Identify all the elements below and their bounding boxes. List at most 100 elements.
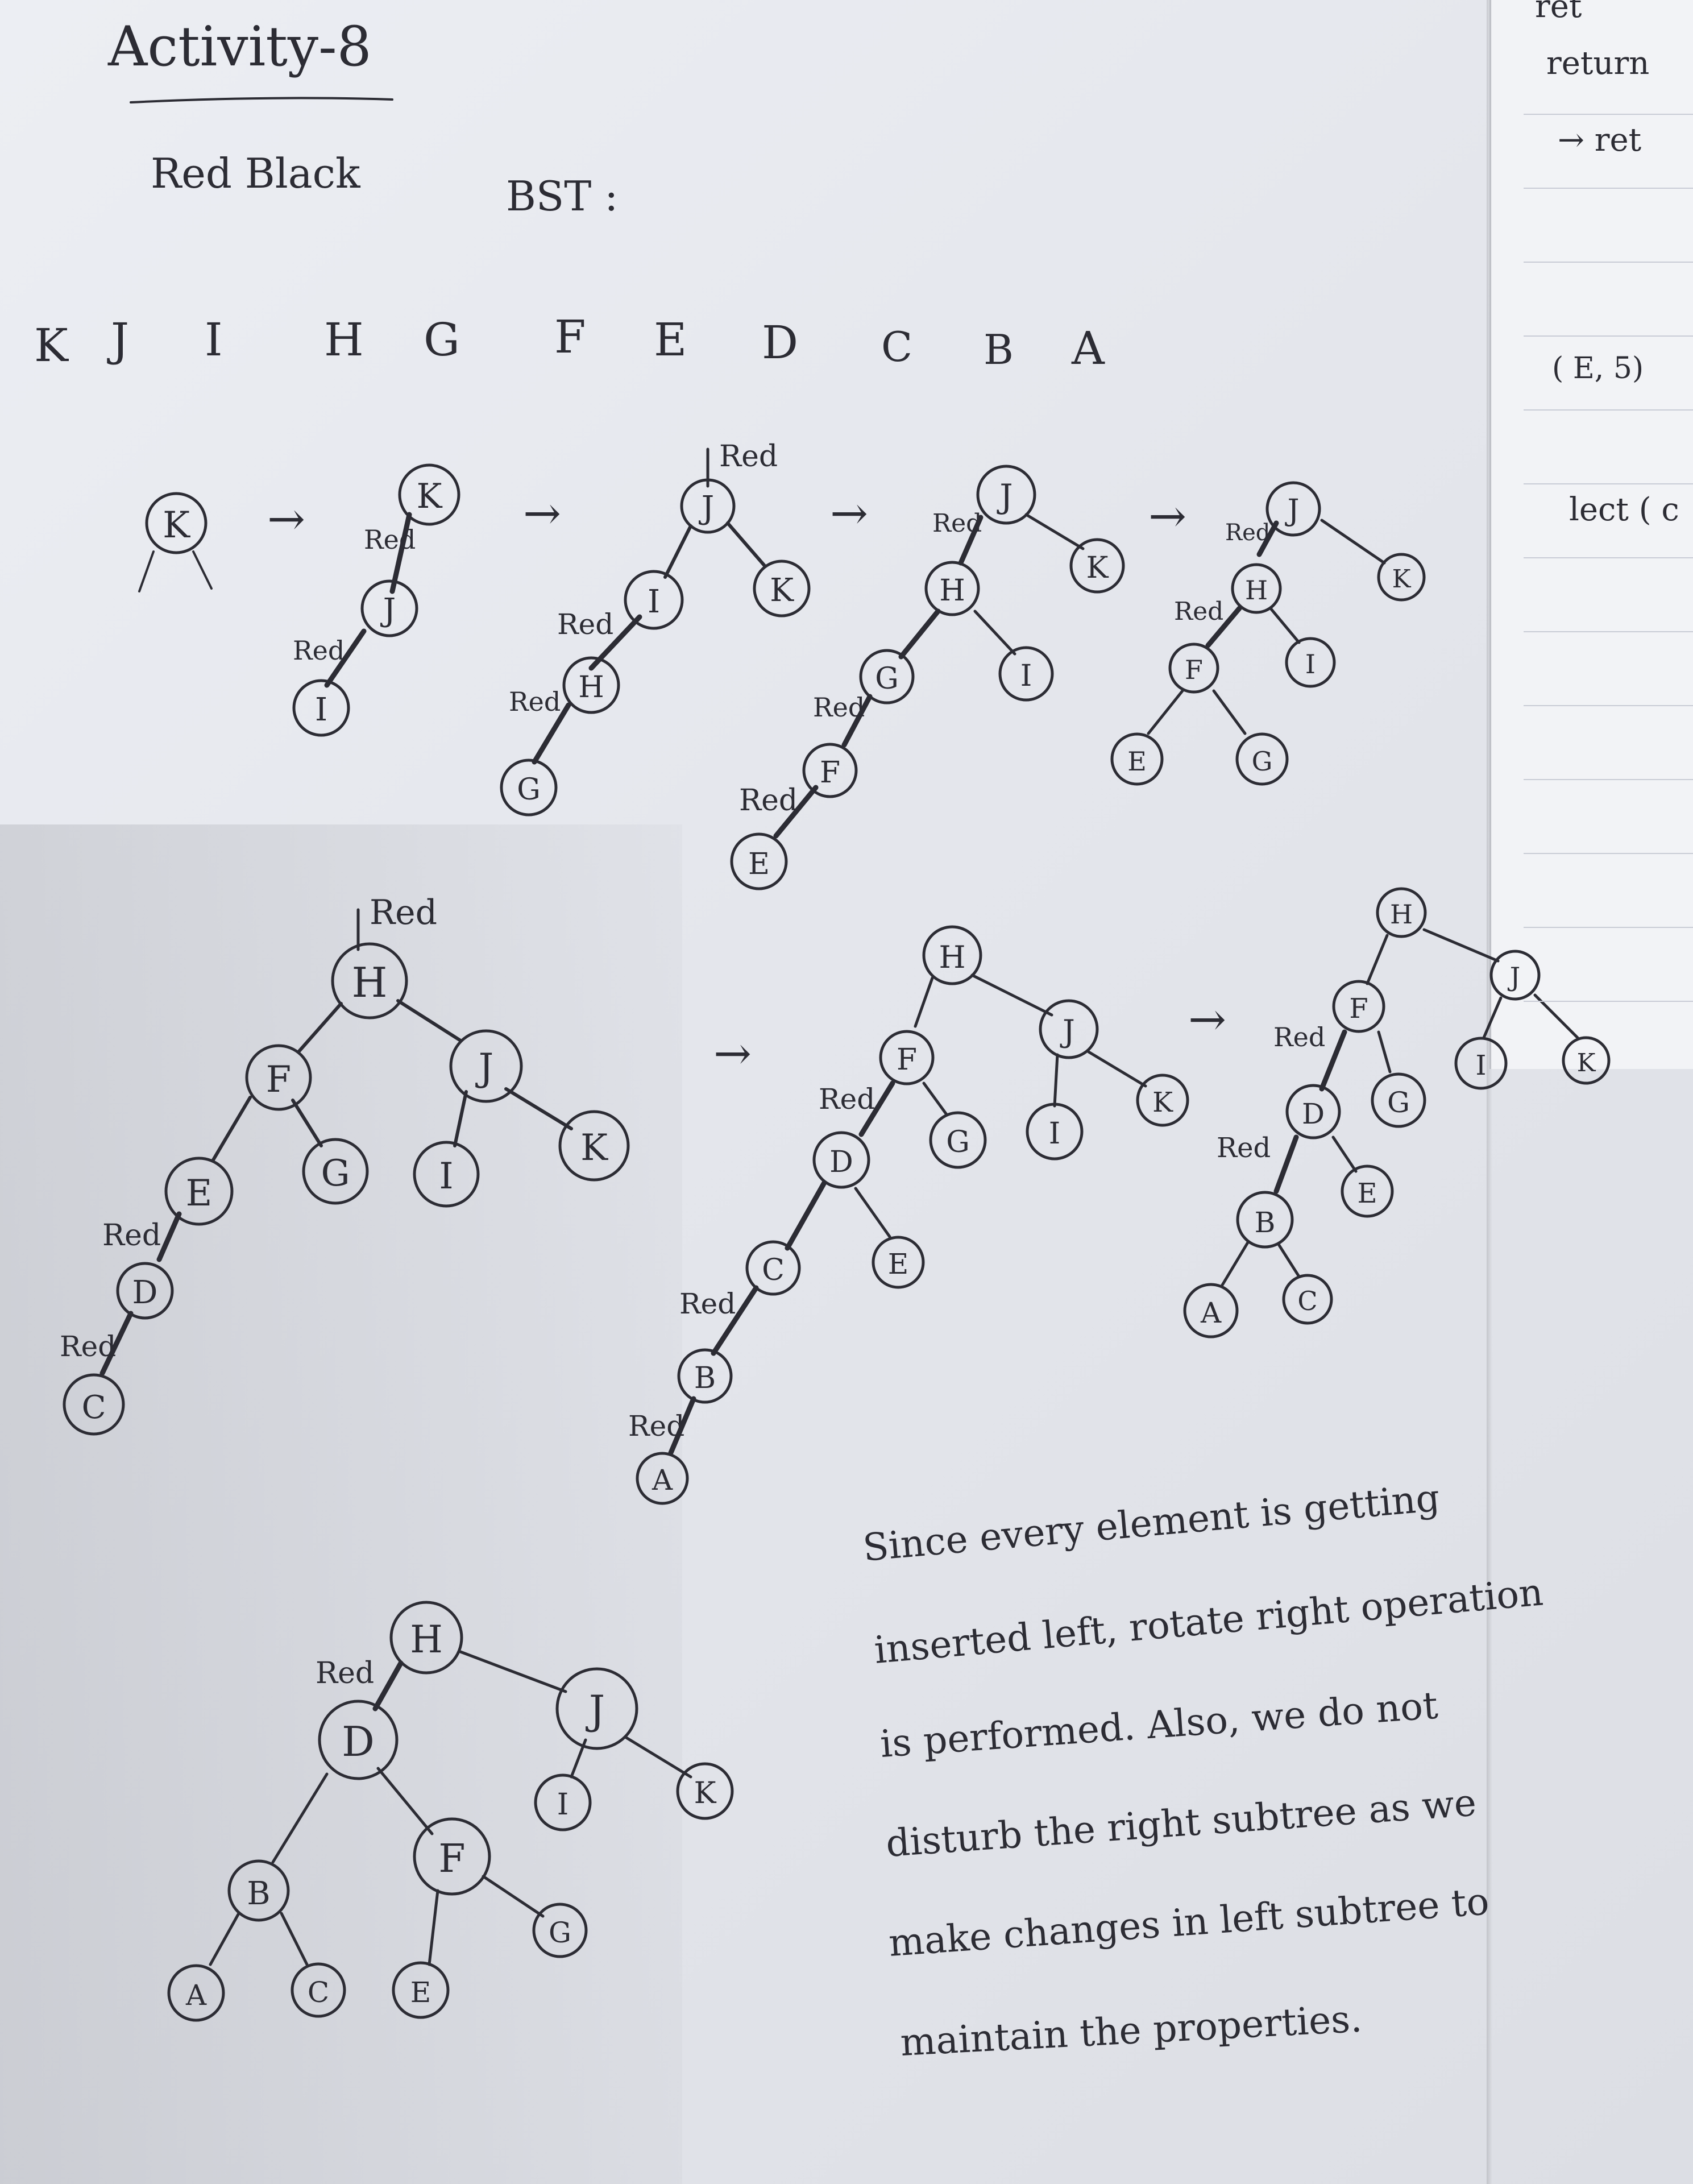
- tree-node: H: [389, 1601, 463, 1675]
- red-label: Red: [370, 893, 437, 933]
- tree-node: I: [413, 1141, 480, 1208]
- tree-node: C: [63, 1373, 125, 1436]
- tree-step-1: K: [138, 492, 213, 592]
- red-label: Red: [293, 635, 345, 666]
- tree-node: J: [449, 1029, 523, 1103]
- svg-text:H: H: [939, 939, 965, 975]
- tree-node: G: [859, 649, 915, 704]
- tree-node: E: [1341, 1164, 1394, 1218]
- red-label: Red: [628, 1410, 684, 1443]
- arrow-icon: →: [1148, 490, 1186, 542]
- margin-note: ret: [1535, 0, 1582, 25]
- svg-text:I: I: [315, 691, 327, 728]
- svg-text:K: K: [417, 476, 443, 516]
- arrow-icon: →: [523, 487, 561, 540]
- svg-text:B: B: [1255, 1206, 1276, 1239]
- red-label: Red: [932, 509, 982, 538]
- tree-node: H: [1376, 887, 1427, 938]
- tree-node: I: [998, 646, 1054, 702]
- tree-node: A: [636, 1452, 689, 1505]
- explanation-line: is performed. Also, we do not: [879, 1684, 1439, 1766]
- title-underline: [130, 97, 393, 103]
- explanation-line: maintain the properties.: [899, 1997, 1363, 2065]
- tree-node: D: [318, 1700, 399, 1780]
- svg-text:F: F: [820, 756, 840, 790]
- red-label: Red: [679, 1287, 736, 1320]
- tree-node: G: [929, 1111, 987, 1169]
- ruled-line: [1524, 114, 1693, 115]
- tree-node: H: [1231, 563, 1282, 614]
- svg-text:F: F: [1185, 654, 1203, 685]
- svg-text:A: A: [185, 1979, 207, 2012]
- step-arrows: → → → → → →: [267, 487, 1226, 1080]
- insert-key: J: [107, 313, 129, 366]
- subtitle-bst: BST :: [506, 172, 618, 220]
- tree-node: G: [532, 1903, 588, 1958]
- svg-text:D: D: [132, 1274, 158, 1311]
- explanation-line: inserted left, rotate right operation: [873, 1570, 1545, 1672]
- svg-text:C: C: [762, 1253, 785, 1287]
- tree-node: I: [624, 570, 684, 630]
- explanation-line: make changes in left subtree to: [887, 1879, 1491, 1965]
- svg-text:E: E: [410, 1976, 431, 2009]
- tree-node: K: [398, 463, 460, 526]
- svg-text:E: E: [1127, 746, 1147, 777]
- ruled-line: [1524, 483, 1693, 484]
- svg-text:H: H: [939, 574, 965, 608]
- arrow-icon: →: [713, 1027, 752, 1080]
- tree-node: E: [872, 1236, 925, 1289]
- red-label: Red: [719, 440, 778, 474]
- tree-node: I: [292, 679, 350, 737]
- svg-text:K: K: [1152, 1087, 1173, 1118]
- svg-text:K: K: [770, 572, 794, 609]
- tree-node: K: [676, 1762, 734, 1820]
- tree-step-4: Red Red Red J H K G I F E: [730, 465, 1125, 890]
- ruled-line: [1524, 262, 1693, 263]
- tree-node: E: [1110, 732, 1164, 786]
- svg-text:K: K: [1086, 551, 1109, 585]
- tree-node: F: [802, 743, 858, 798]
- svg-text:J: J: [997, 477, 1013, 516]
- underlying-lined-sheet: [1489, 0, 1693, 1069]
- insert-key: B: [984, 326, 1014, 374]
- red-label: Red: [364, 524, 416, 555]
- svg-text:H: H: [1390, 899, 1413, 930]
- tree-node: J: [1489, 950, 1541, 1001]
- svg-text:K: K: [580, 1127, 608, 1169]
- tree-node: A: [167, 1964, 225, 2022]
- svg-text:J: J: [475, 1046, 493, 1089]
- subtitle-red-black: Red Black: [151, 150, 361, 197]
- margin-note: return: [1546, 45, 1649, 82]
- svg-text:F: F: [266, 1059, 291, 1101]
- ruled-line: [1524, 409, 1693, 411]
- tree-node: J: [360, 579, 418, 637]
- svg-text:K: K: [694, 1776, 717, 1810]
- tree-node: J: [1039, 999, 1099, 1059]
- ruled-line: [1524, 853, 1693, 854]
- svg-text:G: G: [1252, 746, 1273, 777]
- svg-text:J: J: [699, 490, 714, 527]
- margin-note: lect ( c: [1569, 491, 1679, 528]
- insert-key: A: [1071, 322, 1105, 375]
- tree-node: F: [1168, 643, 1219, 694]
- svg-text:I: I: [1476, 1050, 1487, 1081]
- svg-text:G: G: [321, 1153, 350, 1195]
- svg-text:G: G: [946, 1125, 970, 1159]
- tree-node: G: [500, 759, 558, 817]
- insert-key: I: [205, 313, 223, 366]
- tree-step-5: Red Red J H K F I E G: [1110, 481, 1426, 786]
- insert-key: E: [654, 313, 687, 366]
- svg-text:J: J: [380, 592, 396, 629]
- tree-node: K: [753, 560, 811, 618]
- svg-text:A: A: [652, 1464, 673, 1497]
- ruled-line: [1524, 779, 1693, 780]
- svg-text:H: H: [578, 670, 604, 704]
- margin-note: ( E, 5): [1552, 351, 1644, 386]
- ruled-line: [1524, 631, 1693, 632]
- tree-node: J: [1265, 481, 1321, 537]
- tree-step-2: Red Red K J I: [292, 463, 460, 737]
- tree-node: H: [924, 561, 980, 616]
- tree-node: D: [812, 1131, 870, 1189]
- tree-node: K: [1136, 1074, 1189, 1127]
